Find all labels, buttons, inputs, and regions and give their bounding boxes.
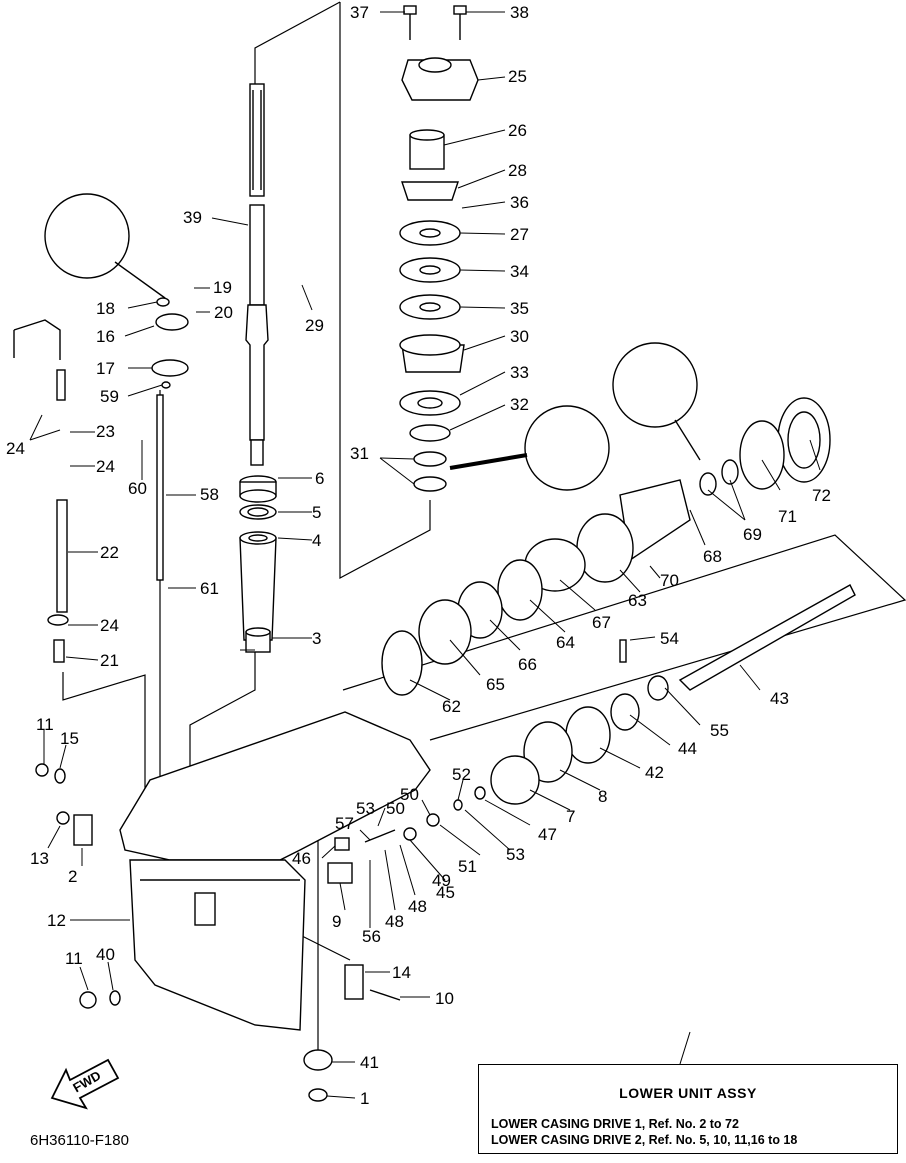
callout-58: 58 — [200, 485, 219, 504]
callout-46: 46 — [292, 849, 311, 868]
propeller-shaft-assembly — [381, 397, 856, 805]
fwd-arrow-icon — [50, 1058, 120, 1110]
legend-title: LOWER UNIT ASSY — [619, 1085, 757, 1101]
callout-5: 5 — [312, 503, 322, 522]
small-parts — [35, 763, 486, 1102]
callout-24: 24 — [96, 457, 115, 476]
callout-54: 54 — [660, 629, 679, 648]
callout-25: 25 — [508, 67, 527, 86]
callout-39: 39 — [183, 208, 202, 227]
callout-26: 26 — [508, 121, 527, 140]
callout-28: 28 — [508, 161, 527, 180]
callout-52: 52 — [452, 765, 471, 784]
callout-10: 10 — [435, 989, 454, 1008]
callout-6: 6 — [315, 469, 325, 488]
callout-72: 72 — [812, 486, 831, 505]
callout-27: 27 — [510, 225, 529, 244]
callout-67: 67 — [592, 613, 611, 632]
callout-11: 11 — [36, 715, 54, 734]
drive-shaft — [245, 83, 269, 466]
callout-12: 12 — [47, 911, 66, 930]
callout-60: 60 — [128, 479, 147, 498]
callout-33: 33 — [510, 363, 529, 382]
water-pump-stack — [399, 5, 479, 492]
callout-48: 48 — [385, 912, 404, 931]
callout-69: 69 — [743, 525, 762, 544]
callout-1: 1 — [360, 1089, 370, 1108]
callout-50: 50 — [400, 785, 419, 804]
callout-4: 4 — [312, 531, 322, 550]
callout-65: 65 — [486, 675, 505, 694]
callout-13: 13 — [30, 849, 49, 868]
legend-line-2: LOWER CASING DRIVE 2, Ref. No. 5, 10, 11… — [491, 1133, 798, 1147]
callout-15: 15 — [60, 729, 79, 748]
callout-38: 38 — [510, 3, 529, 22]
callout-19: 19 — [213, 278, 232, 297]
legend-box: LOWER UNIT ASSY LOWER CASING DRIVE 1, Re… — [478, 1064, 898, 1154]
callout-31: 31 — [350, 444, 369, 463]
callout-50: 50 — [386, 799, 405, 818]
callout-49: 49 — [432, 871, 451, 890]
callout-41: 41 — [360, 1053, 379, 1072]
drive-shaft-bearings — [239, 475, 277, 653]
callout-56: 56 — [362, 927, 381, 946]
callout-61: 61 — [200, 579, 219, 598]
callout-9: 9 — [332, 912, 342, 931]
callout-18: 18 — [96, 299, 115, 318]
callout-14: 14 — [392, 963, 411, 982]
callout-37: 37 — [350, 3, 369, 22]
callout-34: 34 — [510, 262, 529, 281]
callout-7: 7 — [566, 807, 576, 826]
leader-lines — [29, 11, 821, 1099]
callout-47: 47 — [538, 825, 557, 844]
callout-20: 20 — [214, 303, 233, 322]
callout-71: 71 — [778, 507, 797, 526]
callout-23: 23 — [96, 422, 115, 441]
callout-53: 53 — [506, 845, 525, 864]
callout-68: 68 — [703, 547, 722, 566]
callout-42: 42 — [645, 763, 664, 782]
callout-70: 70 — [660, 571, 679, 590]
callout-62: 62 — [442, 697, 461, 716]
shift-rod-parts — [13, 297, 189, 663]
callout-24: 24 — [100, 616, 119, 635]
callout-30: 30 — [510, 327, 529, 346]
callout-11: 11 — [65, 949, 83, 968]
callout-3: 3 — [312, 629, 322, 648]
callout-21: 21 — [100, 651, 119, 670]
callout-8: 8 — [598, 787, 608, 806]
legend-line-1: LOWER CASING DRIVE 1, Ref. No. 2 to 72 — [491, 1117, 739, 1131]
callout-53: 53 — [356, 799, 375, 818]
callout-48: 48 — [408, 897, 427, 916]
detail-callout-circles — [44, 193, 701, 491]
callout-55: 55 — [710, 721, 729, 740]
callout-24: 24 — [6, 439, 25, 458]
callout-43: 43 — [770, 689, 789, 708]
callout-32: 32 — [510, 395, 529, 414]
callout-66: 66 — [518, 655, 537, 674]
callout-59: 59 — [100, 387, 119, 406]
callout-63: 63 — [628, 591, 647, 610]
callout-36: 36 — [510, 193, 529, 212]
callout-64: 64 — [556, 633, 575, 652]
callout-45: 45 — [436, 883, 455, 902]
callout-51: 51 — [458, 857, 477, 876]
callout-16: 16 — [96, 327, 115, 346]
callout-2: 2 — [68, 867, 78, 886]
drawing-code: 6H36110-F180 — [30, 1132, 129, 1149]
callout-35: 35 — [510, 299, 529, 318]
lower-casing — [119, 711, 431, 1031]
callout-44: 44 — [678, 739, 697, 758]
callout-29: 29 — [305, 316, 324, 335]
callout-22: 22 — [100, 543, 119, 562]
callout-40: 40 — [96, 945, 115, 964]
callout-17: 17 — [96, 359, 115, 378]
callout-57: 57 — [335, 814, 354, 833]
